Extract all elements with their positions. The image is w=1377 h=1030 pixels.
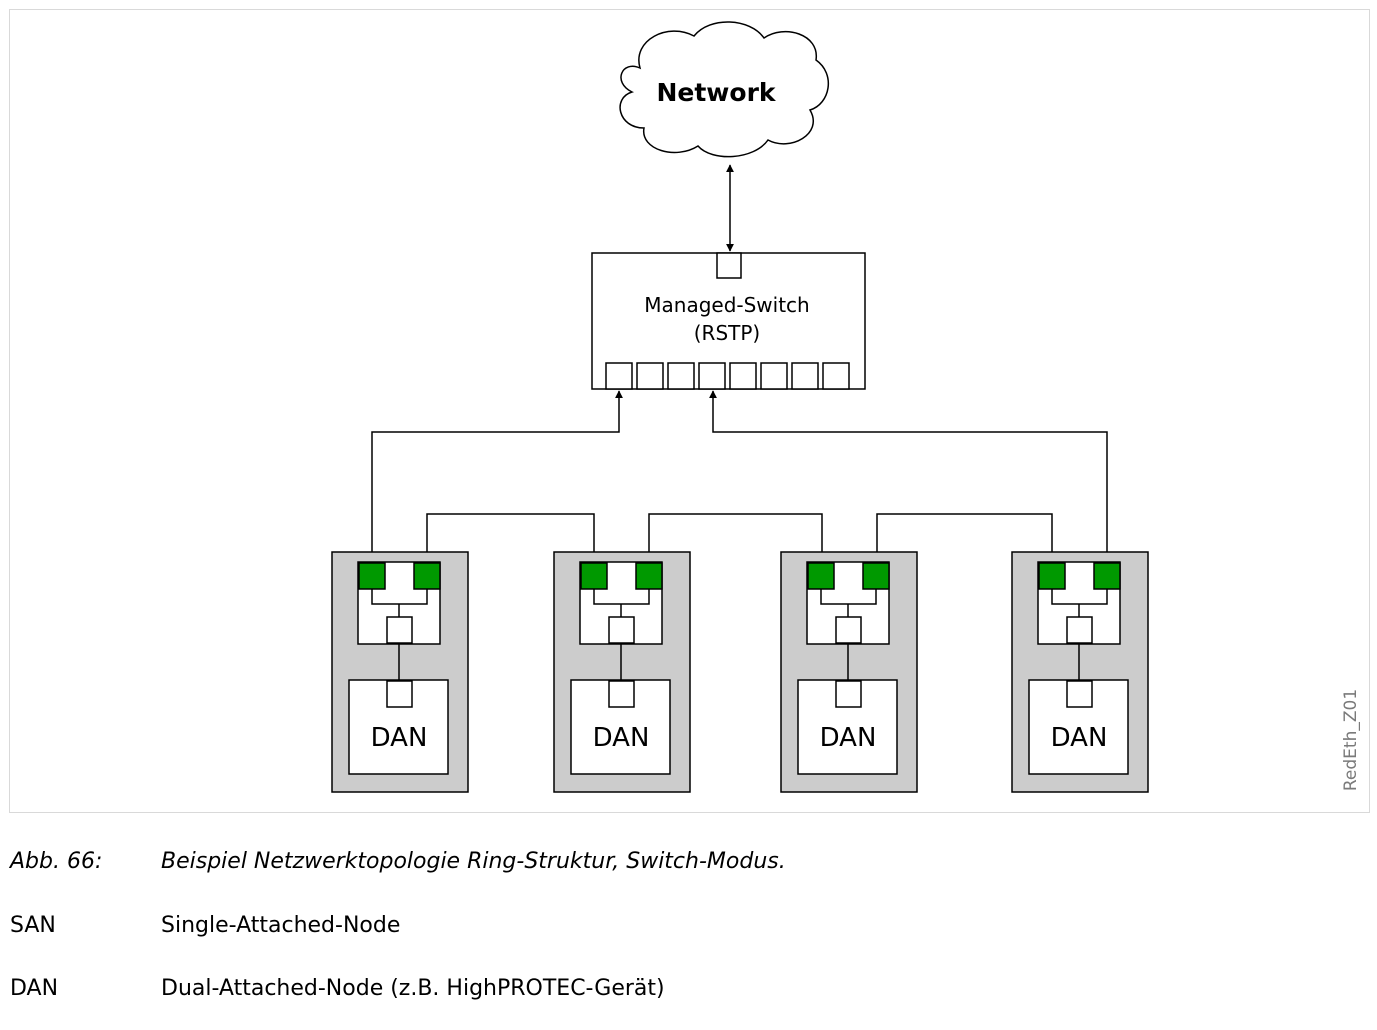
dan-node-2: DAN xyxy=(553,551,691,793)
dan-device xyxy=(1028,679,1129,775)
port-a xyxy=(807,562,835,590)
device-port xyxy=(386,680,413,708)
dan-label: DAN xyxy=(593,723,650,753)
port-a xyxy=(358,562,386,590)
switch-port-4 xyxy=(698,362,726,390)
dan-node-4: DAN xyxy=(1011,551,1149,793)
internal-port xyxy=(386,616,413,644)
cloud-shape xyxy=(619,21,830,158)
definition-term: DAN xyxy=(10,976,59,1001)
switch-label-line1: Managed-Switch xyxy=(644,293,809,317)
cloud-label: Network xyxy=(656,78,776,107)
switch-port-1 xyxy=(605,362,633,390)
link-node2-node3 xyxy=(645,513,826,561)
definition-term: SAN xyxy=(10,913,56,938)
definition-row-san: SAN Single-Attached-Node xyxy=(10,913,400,938)
port-b xyxy=(1093,562,1121,590)
definition-row-dan: DAN Dual-Attached-Node (z.B. HighPROTEC-G… xyxy=(10,976,665,1001)
link-switch-node4 xyxy=(709,390,1111,561)
diagram-frame xyxy=(9,9,1370,813)
link-switch-node1 xyxy=(368,390,623,561)
internal-port xyxy=(608,616,635,644)
internal-port xyxy=(1066,616,1093,644)
switch-port-8 xyxy=(822,362,850,390)
figure-caption: Abb. 66: Beispiel Netzwerktopologie Ring-… xyxy=(10,849,786,874)
port-a xyxy=(580,562,608,590)
port-a xyxy=(1038,562,1066,590)
dan-label: DAN xyxy=(1051,723,1108,753)
link-node3-node4 xyxy=(873,513,1056,561)
switch-port-7 xyxy=(791,362,819,390)
switch-port-2 xyxy=(636,362,664,390)
definition-description: Dual-Attached-Node (z.B. HighPROTEC-Gerä… xyxy=(161,976,665,1001)
port-b xyxy=(635,562,663,590)
dan-label: DAN xyxy=(820,723,877,753)
device-port xyxy=(1066,680,1093,708)
dan-node-row: DAN DAN DAN DAN xyxy=(331,551,1149,793)
port-b xyxy=(862,562,890,590)
device-port xyxy=(608,680,635,708)
network-cloud: Network xyxy=(619,21,830,158)
switch-port-5 xyxy=(729,362,757,390)
link-node1-node2 xyxy=(423,513,598,561)
switch-port-row xyxy=(605,362,850,390)
figure-caption-text: Beispiel Netzwerktopologie Ring-Struktur… xyxy=(161,849,786,874)
switch-uplink-port xyxy=(716,252,742,279)
switch-label-line2: (RSTP) xyxy=(694,321,760,345)
figure-caption-number: Abb. 66: xyxy=(10,849,103,874)
dan-node-3: DAN xyxy=(780,551,918,793)
device-port xyxy=(835,680,862,708)
managed-switch: Managed-Switch (RSTP) xyxy=(591,252,866,390)
dan-label: DAN xyxy=(371,723,428,753)
internal-port xyxy=(835,616,862,644)
switch-port-3 xyxy=(667,362,695,390)
definition-description: Single-Attached-Node xyxy=(161,913,401,938)
dan-node-1: DAN xyxy=(331,551,469,793)
switch-port-6 xyxy=(760,362,788,390)
figure-watermark: RedEth_Z01 xyxy=(1341,689,1361,791)
port-b xyxy=(413,562,441,590)
